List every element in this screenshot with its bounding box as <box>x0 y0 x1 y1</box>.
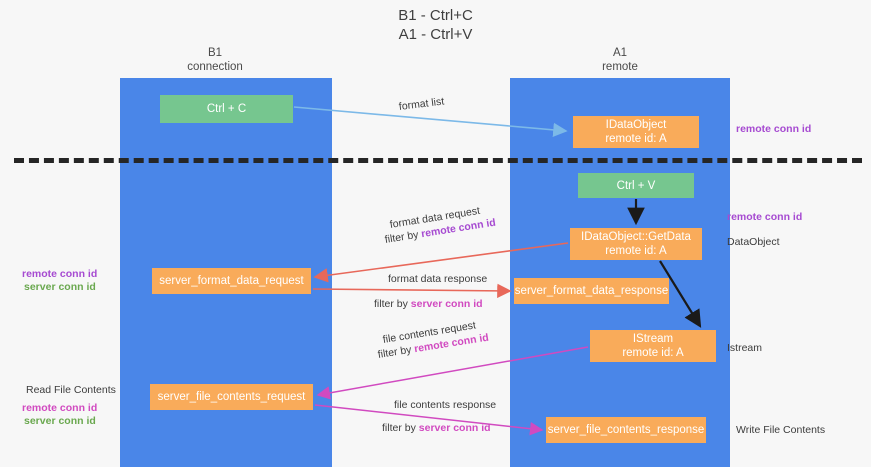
wire-format-data-response <box>312 283 512 299</box>
caption-format-data-response: format data response <box>388 273 488 285</box>
caption-format-data-response-filter: filter by server conn id <box>374 298 483 311</box>
side-label-write-file-contents: Write File Contents <box>736 424 826 436</box>
filter-by-text: filter by <box>382 422 419 434</box>
node-ctrl-v[interactable]: Ctrl + V <box>578 173 694 198</box>
server-conn-id-text: server conn id <box>418 422 491 434</box>
side-label-left-server-conn-id-bottom: server conn id <box>24 415 96 427</box>
node-server-format-data-request[interactable]: server_format_data_request <box>152 268 311 294</box>
filter-by-text: filter by <box>374 298 411 310</box>
phase-divider <box>14 158 862 163</box>
caption-file-contents-response: file contents response <box>394 399 497 411</box>
side-label-dataobject: DataObject <box>727 236 780 248</box>
server-conn-id-text: server conn id <box>410 298 483 310</box>
node-idataobject-getdata[interactable]: IDataObject::GetData remote id: A <box>570 228 702 260</box>
filter-by-text: filter by <box>376 343 416 361</box>
side-label-remote-conn-id-top: remote conn id <box>736 123 812 135</box>
caption-file-contents-response-filter: filter by server conn id <box>382 422 491 435</box>
side-label-read-file-contents: Read File Contents <box>26 384 116 396</box>
filter-by-text: filter by <box>383 228 423 246</box>
side-label-left-server-conn-id-mid: server conn id <box>24 281 96 293</box>
node-server-format-data-response[interactable]: server_format_data_response <box>514 278 669 304</box>
node-server-file-contents-request[interactable]: server_file_contents_request <box>150 384 313 410</box>
side-label-remote-conn-id-mid: remote conn id <box>727 211 803 223</box>
caption-format-list: format list <box>398 95 445 113</box>
side-label-left-remote-conn-id-bottom: remote conn id <box>22 402 98 414</box>
side-label-left-remote-conn-id-mid: remote conn id <box>22 268 98 280</box>
column-header-a1: A1 remote <box>602 47 638 73</box>
node-istream[interactable]: IStream remote id: A <box>590 330 716 362</box>
node-server-file-contents-response[interactable]: server_file_contents_response <box>546 417 706 443</box>
node-ctrl-c[interactable]: Ctrl + C <box>160 95 293 123</box>
column-header-b1: B1 connection <box>187 47 243 73</box>
side-label-istream: Istream <box>727 342 763 354</box>
diagram-title: B1 - Ctrl+C A1 - Ctrl+V <box>398 7 473 43</box>
node-idataobject[interactable]: IDataObject remote id: A <box>573 116 699 148</box>
